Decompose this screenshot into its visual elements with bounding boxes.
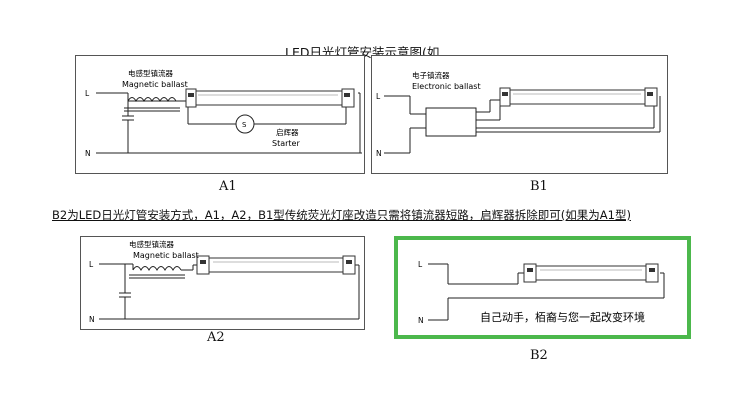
caption-b2: B2 (530, 348, 548, 363)
a2-ballast-en: Magnetic ballast (133, 251, 199, 260)
b1-neutral-label: N (376, 149, 382, 158)
installation-note: B2为LED日光灯管安装方式，A1，A2，B1型传统荧光灯座改造只需将镇流器短路… (52, 208, 631, 222)
a2-circuit: L N 电感型镇流器 Magnetic ballast (89, 239, 360, 324)
a2-neutral-label: N (89, 315, 95, 324)
diagram-a1: L N 电感型镇流器 Magnetic ballast S 启辉器 Starte… (75, 55, 365, 174)
b1-ballast-cn: 电子镇流器 (412, 70, 450, 80)
b2-neutral-label: N (418, 316, 424, 325)
a2-live-label: L (89, 260, 94, 269)
starter-symbol: S (242, 121, 247, 129)
caption-a2: A2 (207, 330, 225, 345)
b1-live-label: L (376, 92, 381, 101)
a1-circuit: L N 电感型镇流器 Magnetic ballast S 启辉器 Starte… (85, 68, 362, 158)
a1-starter-cn: 启辉器 (276, 127, 299, 137)
diagram-b1: L N 电子镇流器 Electronic ballast (371, 55, 668, 174)
a2-ballast-cn: 电感型镇流器 (129, 239, 174, 249)
b2-live-label: L (418, 260, 423, 269)
a1-live-label: L (85, 89, 90, 98)
b1-ballast-en: Electronic ballast (412, 82, 481, 91)
caption-b1: B1 (530, 179, 548, 194)
b1-circuit: L N 电子镇流器 Electronic ballast (376, 70, 661, 158)
diagram-a2: L N 电感型镇流器 Magnetic ballast (80, 236, 365, 330)
diagram-b2: L N 自己动手，栢裔与您一起改变环境 (394, 236, 691, 339)
a1-ballast-cn: 电感型镇流器 (128, 68, 173, 78)
b2-circuit: L N 自己动手，栢裔与您一起改变环境 (418, 260, 665, 325)
a1-neutral-label: N (85, 149, 91, 158)
b2-message: 自己动手，栢裔与您一起改变环境 (480, 310, 645, 324)
caption-a1: A1 (219, 179, 237, 194)
a1-starter-en: Starter (272, 139, 300, 148)
a1-ballast-en: Magnetic ballast (122, 80, 188, 89)
